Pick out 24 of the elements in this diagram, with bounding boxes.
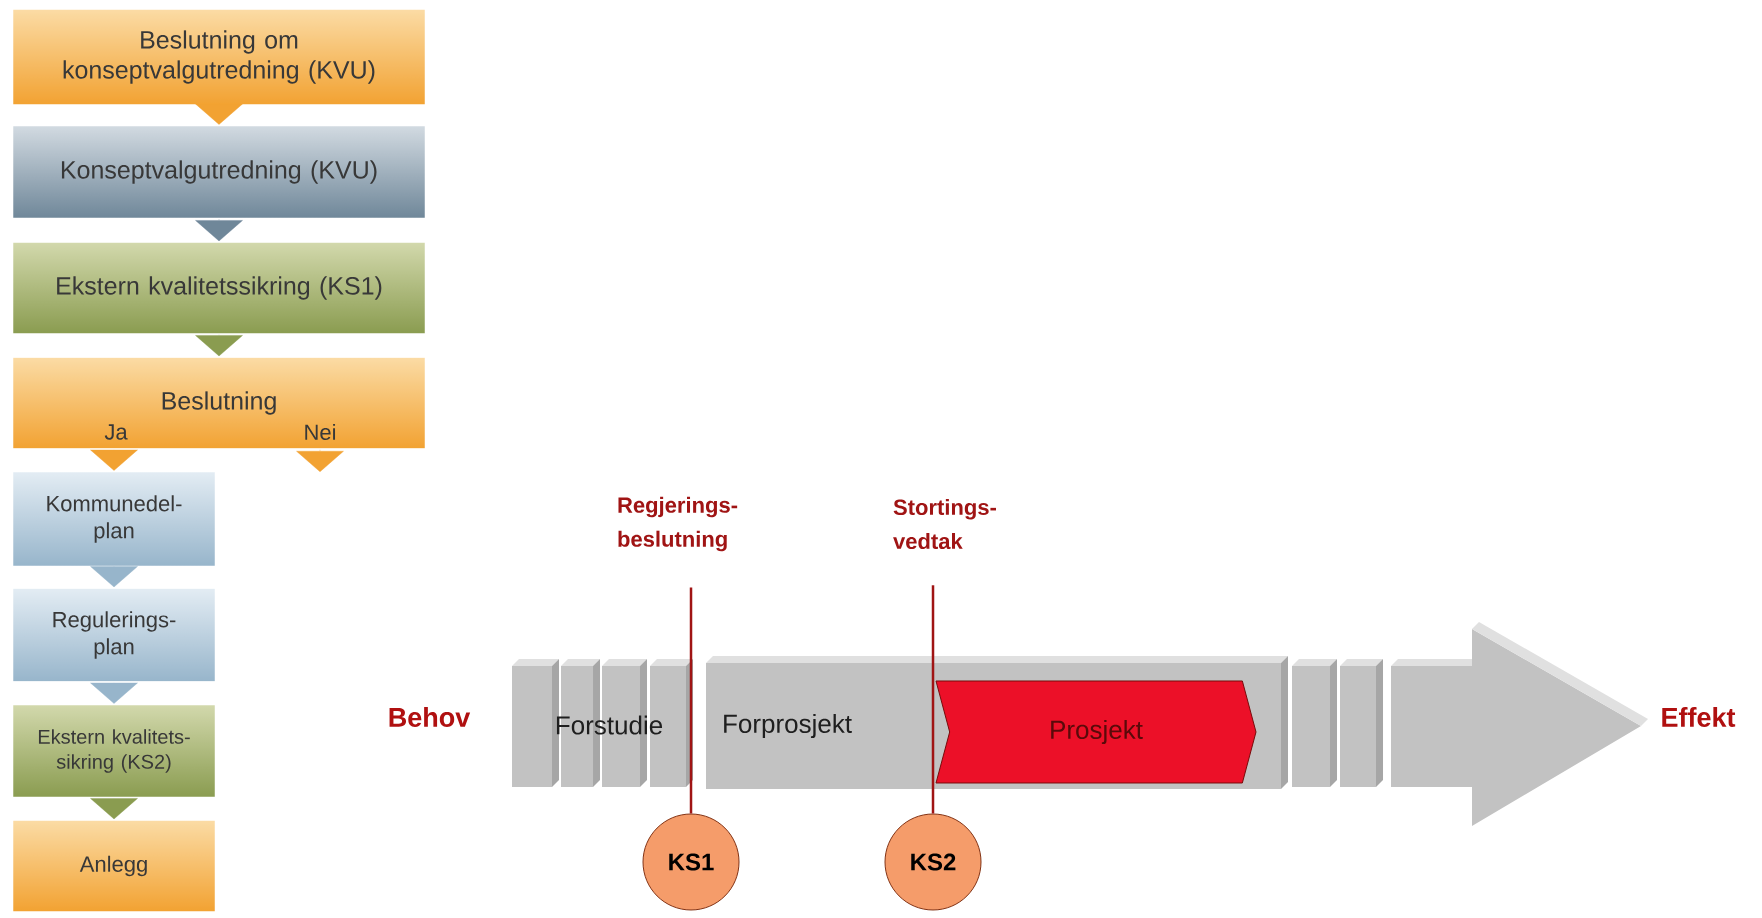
chevron-arrow <box>195 219 243 242</box>
phase-label: Forstudie <box>556 715 663 735</box>
connector-line <box>931 585 935 814</box>
milestone-label: Stortings- vedtak <box>893 498 996 550</box>
chevron-arrow <box>195 103 243 125</box>
chevron-arrow <box>296 449 344 472</box>
process-box: Kommunedel- plan <box>11 470 217 568</box>
chevron-arrow <box>90 682 138 704</box>
edge-label: Ja <box>104 424 128 440</box>
chevron-arrow <box>195 334 243 357</box>
end-label: Behov <box>389 707 471 727</box>
process-box: Anlegg <box>11 819 217 913</box>
connector-line <box>689 587 693 814</box>
milestone-label: Regjerings- beslutning <box>618 496 738 552</box>
process-box: Konseptvalgutredning (KVU) <box>11 124 427 220</box>
process-box: Ekstern kvalitetssikring (KS1) <box>11 241 427 335</box>
process-box: Regulerings- plan <box>11 587 217 683</box>
chevron-arrow <box>90 449 138 471</box>
process-box: Beslutning om konseptvalgutredning (KVU) <box>11 8 427 106</box>
process-box: Ekstern kvalitets- sikring (KS2) <box>11 703 217 799</box>
chevron-arrow <box>90 566 138 588</box>
chevron-arrow <box>90 798 138 820</box>
end-label: Effekt <box>1662 707 1736 727</box>
edge-label: Nei <box>305 423 336 441</box>
